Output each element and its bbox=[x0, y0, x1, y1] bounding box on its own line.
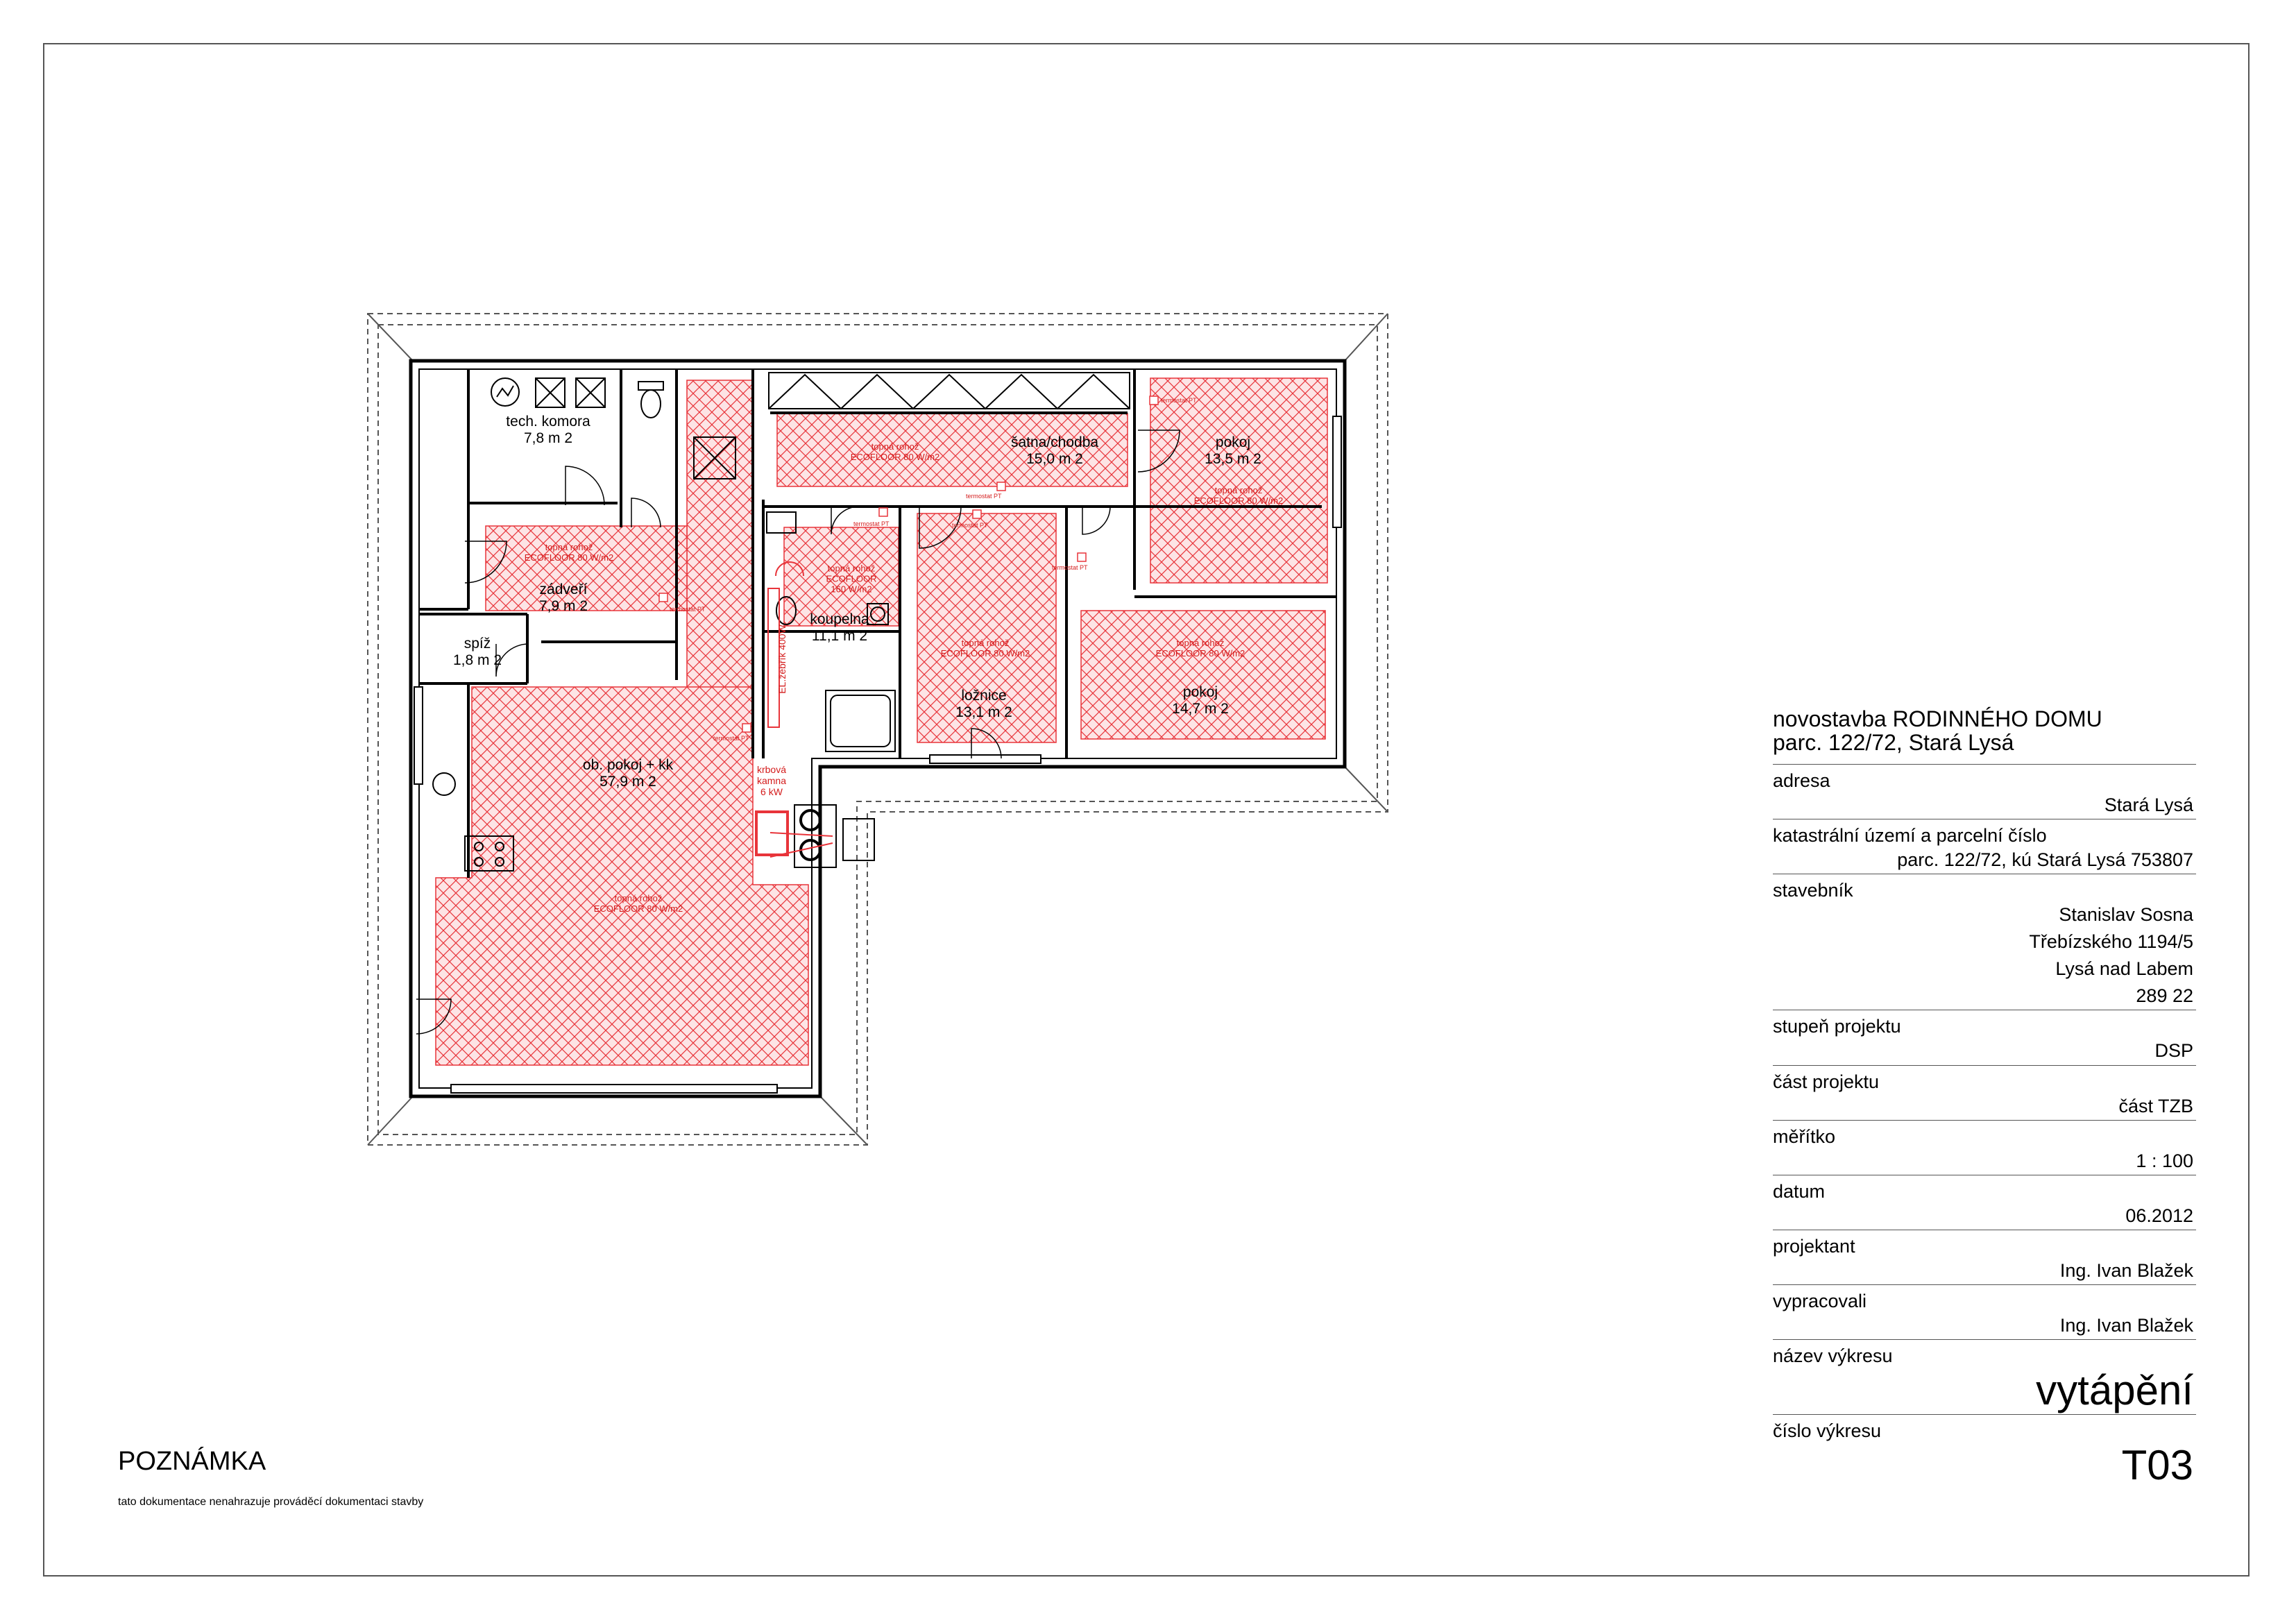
heating-mats bbox=[435, 377, 1328, 1066]
title-block-value: parc. 122/72, kú Stará Lysá 753807 bbox=[1897, 849, 2193, 871]
mat-koupelna bbox=[783, 527, 899, 627]
project-title: novostavba RODINNÉHO DOMU parc. 122/72, … bbox=[1773, 706, 2102, 755]
title-block-value: část TZB bbox=[2118, 1095, 2193, 1116]
mat-zadveri bbox=[485, 525, 688, 611]
title-block-value: DSP bbox=[2154, 1040, 2193, 1062]
thermostat-label: termostat PT bbox=[1052, 564, 1088, 571]
title-block-value: T03 bbox=[2121, 1441, 2193, 1488]
title-block-label: stavebník bbox=[1773, 880, 1853, 901]
ladder-label: EL.žebřík 400W bbox=[776, 624, 788, 694]
note: POZNÁMKA tato dokumentace nenahrazuje pr… bbox=[118, 1447, 423, 1509]
title-block-value: Stará Lysá bbox=[2104, 794, 2193, 816]
windows bbox=[414, 416, 1342, 1094]
title-block-label: datum bbox=[1773, 1180, 1826, 1202]
note-title: POZNÁMKA bbox=[118, 1447, 266, 1476]
mat-pokoj2 bbox=[1080, 610, 1326, 740]
title-block-label: měřítko bbox=[1773, 1125, 1836, 1147]
title-block-value: Třebízského 1194/5 bbox=[2029, 931, 2193, 953]
thermostat-label: termostat PT bbox=[1161, 397, 1197, 404]
title-block-label: název výkresu bbox=[1773, 1345, 1893, 1366]
title-block-value: Lysá nad Labem bbox=[2055, 958, 2193, 980]
thermostat-label: termostat PT bbox=[966, 493, 1002, 500]
mat-satna bbox=[776, 413, 1128, 487]
title-block-value: Ing. Ivan Blažek bbox=[2059, 1259, 2193, 1281]
thermostat-label: termostat PT bbox=[952, 522, 988, 529]
title-block-value: 1 : 100 bbox=[2136, 1150, 2193, 1171]
drawing-frame bbox=[43, 43, 2250, 1577]
title-block-row: datum 06.2012 bbox=[1773, 1174, 2196, 1230]
thermostat-label: termostat PT bbox=[670, 606, 706, 613]
title-block-label: vypracovali bbox=[1773, 1290, 1867, 1311]
title-block-label: projektant bbox=[1773, 1235, 1855, 1257]
note-text: tato dokumentace nenahrazuje prováděcí d… bbox=[118, 1496, 424, 1508]
wardrobe bbox=[768, 372, 1130, 410]
mat-loznice bbox=[917, 513, 1057, 743]
sanitary bbox=[432, 381, 896, 872]
title-block-row: měřítko 1 : 100 bbox=[1773, 1119, 2196, 1175]
title-block-value: Ing. Ivan Blažek bbox=[2059, 1314, 2193, 1336]
stove bbox=[755, 804, 875, 868]
title-block-value: Stanislav Sosna bbox=[2059, 904, 2193, 926]
thermostat-markers bbox=[658, 396, 1159, 733]
thermostat-label: termostat PT bbox=[853, 520, 890, 527]
walls bbox=[409, 359, 1347, 1098]
doors bbox=[416, 430, 1180, 1035]
roof-hip-lines bbox=[367, 313, 1388, 1146]
title-block-value: 289 22 bbox=[2136, 985, 2193, 1007]
title-block-label: stupeň projektu bbox=[1773, 1016, 1901, 1037]
title-block-row: část projektu část TZB bbox=[1773, 1064, 2196, 1120]
mat-pokoj1 bbox=[1150, 377, 1328, 584]
electric-ladder bbox=[767, 561, 804, 728]
title-block: novostavba RODINNÉHO DOMU parc. 122/72, … bbox=[1773, 706, 2196, 1489]
title-block-label: adresa bbox=[1773, 770, 1830, 792]
title-block-label: část projektu bbox=[1773, 1071, 1880, 1092]
title-block-row: název výkresu vytápění bbox=[1773, 1339, 2196, 1414]
title-block-value: 06.2012 bbox=[2125, 1205, 2193, 1226]
tech-equipment bbox=[491, 377, 606, 408]
title-block-label: číslo výkresu bbox=[1773, 1420, 1882, 1441]
title-block-label: katastrální území a parcelní číslo bbox=[1773, 825, 2047, 847]
title-block-value: vytápění bbox=[2036, 1366, 2193, 1413]
thermostat-label: termostat PT bbox=[713, 735, 749, 742]
